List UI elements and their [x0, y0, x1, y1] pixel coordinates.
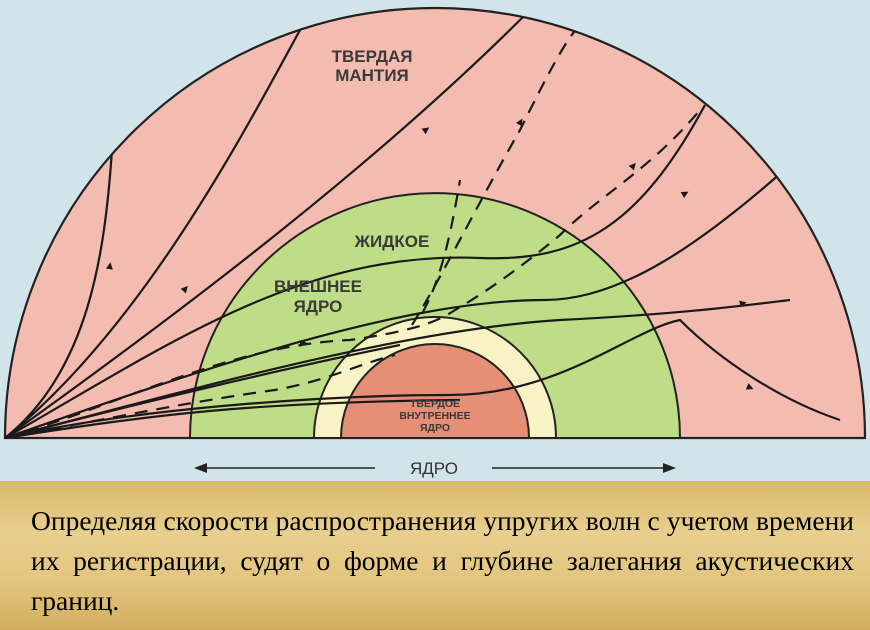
seismic-ray — [5, 104, 706, 438]
mantle-label-line1: ТВЕРДАЯ — [332, 47, 413, 66]
inner-core-label-line3: ЯДРО — [420, 422, 450, 434]
mantle-label-line2: МАНТИЯ — [335, 66, 409, 85]
liquid-outer-core-region — [188, 192, 682, 439]
outer-core-label-line1: ВНЕШНЕЕ — [274, 277, 362, 296]
seismic-ray — [5, 149, 114, 438]
seismic-ray-dashed — [5, 353, 396, 438]
earth-cross-section-diagram: ТВЕРДАЯ МАНТИЯ ЖИДКОЕ ВНЕШНЕЕ ЯДРО ТВЕРД… — [3, 6, 867, 478]
seismic-ray-dashed — [422, 179, 462, 313]
liquid-label: ЖИДКОЕ — [354, 232, 430, 251]
seismic-ray — [5, 318, 841, 438]
inner-core-label-line1: ТВЕРДОЕ — [410, 398, 460, 410]
seismic-ray — [5, 398, 461, 438]
outer-core-label-line2: ЯДРО — [294, 297, 343, 316]
right-arrow-icon — [663, 463, 676, 473]
seismic-ray — [5, 14, 526, 438]
inner-core-label-line2: ВНУТРЕННЕЕ — [399, 410, 470, 422]
seismic-ray — [5, 343, 401, 438]
caption-text: Определяя скорости распространения упруг… — [31, 505, 854, 616]
seismic-ray — [5, 298, 791, 438]
core-span-indicator: ЯДРО — [194, 459, 676, 478]
caption-box: Определяя скорости распространения упруг… — [0, 481, 870, 630]
solid-inner-core-region — [339, 343, 531, 439]
seismic-ray — [5, 29, 301, 438]
seismic-ray-dashed — [411, 24, 581, 326]
seismic-ray-dashed — [5, 109, 701, 438]
seismic-ray — [5, 164, 791, 438]
left-arrow-icon — [194, 463, 207, 473]
seismic-rays — [5, 14, 841, 438]
core-span-label: ЯДРО — [410, 459, 458, 478]
